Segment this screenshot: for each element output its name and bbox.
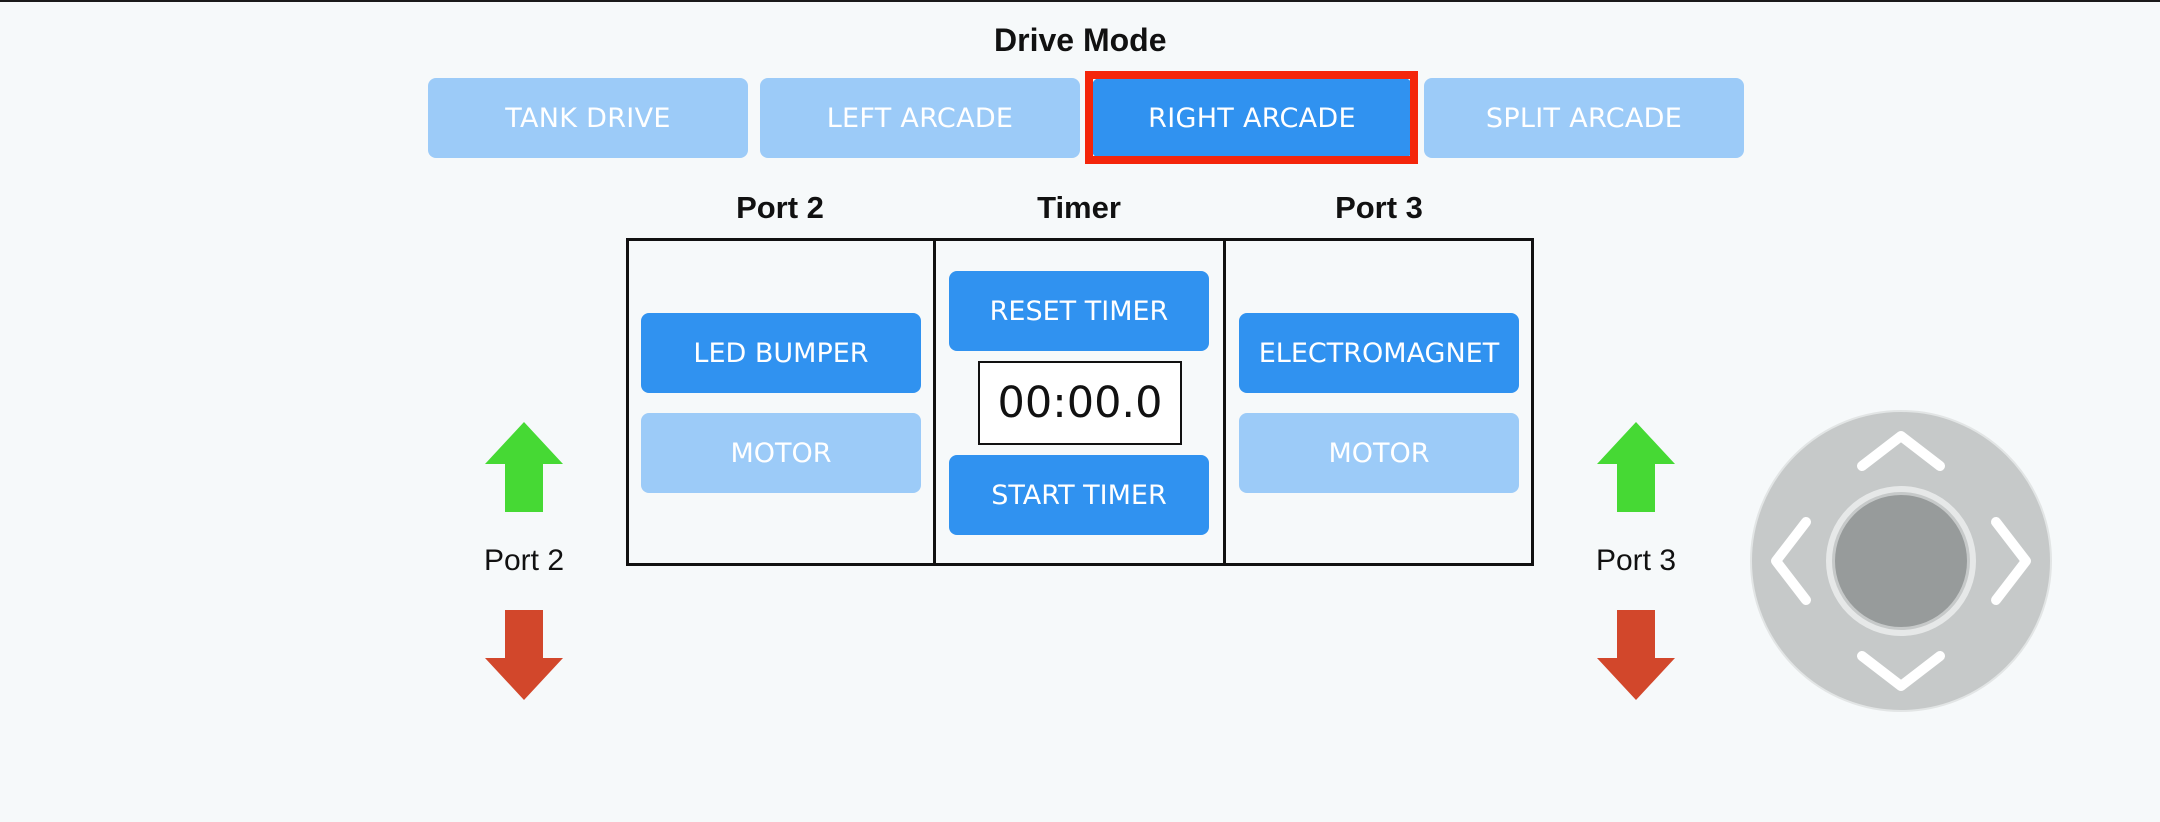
port3-down-arrow-icon[interactable]: [1597, 610, 1675, 700]
port2-panel-title: Port 2: [736, 190, 824, 225]
top-border: [0, 0, 2160, 2]
start-timer-button[interactable]: START TIMER: [949, 455, 1209, 535]
port2-up-arrow-icon[interactable]: [485, 422, 563, 512]
drive-mode-title: Drive Mode: [994, 22, 1167, 58]
port3-panel-title: Port 3: [1335, 190, 1423, 225]
panel-divider: [1223, 238, 1226, 566]
right-arcade-button[interactable]: RIGHT ARCADE: [1092, 78, 1412, 158]
control-panel: [626, 238, 1534, 566]
split-arcade-button[interactable]: SPLIT ARCADE: [1424, 78, 1744, 158]
port3-control-label: Port 3: [1595, 544, 1677, 577]
electromagnet-button[interactable]: ELECTROMAGNET: [1239, 313, 1519, 393]
panel-divider: [933, 238, 936, 566]
port2-control-label: Port 2: [483, 544, 565, 577]
joystick-icon[interactable]: [1750, 410, 2052, 712]
port3-up-arrow-icon[interactable]: [1597, 422, 1675, 512]
left-arcade-button[interactable]: LEFT ARCADE: [760, 78, 1080, 158]
reset-timer-button[interactable]: RESET TIMER: [949, 271, 1209, 351]
timer-panel-title: Timer: [1037, 190, 1121, 225]
timer-display: 00:00.0: [978, 361, 1182, 445]
led-bumper-button[interactable]: LED BUMPER: [641, 313, 921, 393]
port2-down-arrow-icon[interactable]: [485, 610, 563, 700]
tank-drive-button[interactable]: TANK DRIVE: [428, 78, 748, 158]
port2-motor-button[interactable]: MOTOR: [641, 413, 921, 493]
port3-motor-button[interactable]: MOTOR: [1239, 413, 1519, 493]
